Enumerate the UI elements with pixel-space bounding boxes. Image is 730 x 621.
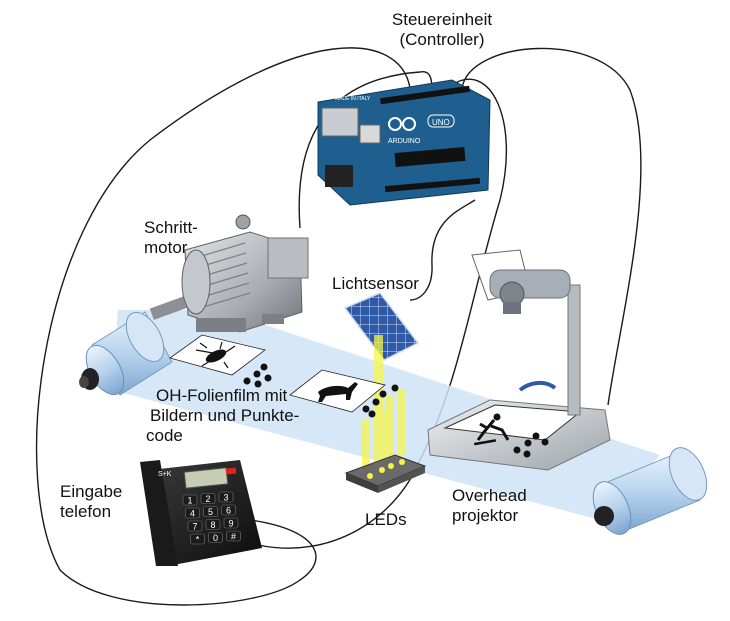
phone-key <box>182 494 198 506</box>
skater-icon <box>473 413 510 446</box>
phone-key-label: 4 <box>190 509 195 519</box>
dot-code-1 <box>243 363 272 388</box>
cockroach-icon <box>195 341 236 369</box>
label-film-line2: Bildern und Punkte- <box>150 406 300 425</box>
board-model: UNO <box>432 118 450 127</box>
input-phone: S+K 1 2 3 4 5 6 7 8 9 * 0 # <box>140 460 262 566</box>
label-phone-line1: Eingabe <box>60 482 123 501</box>
wire-controller-motor <box>298 71 433 229</box>
board-brand: ARDUINO <box>388 138 421 145</box>
right-roller <box>592 447 708 535</box>
label-phone: Eingabe telefon <box>60 482 122 522</box>
label-projector-line1: Overhead <box>452 486 527 505</box>
led-board <box>344 454 427 493</box>
phone-key <box>187 520 203 532</box>
board-made-in: MADE IN ITALY <box>335 96 371 102</box>
label-controller: Steuereinheit (Controller) <box>372 10 512 50</box>
label-phone-line2: telefon <box>60 502 112 521</box>
arduino-board: ARDUINO UNO MADE IN ITALY <box>317 79 491 206</box>
dot-code-3 <box>513 432 549 458</box>
wire-controller-projector <box>461 47 642 406</box>
film-frame-greyhound <box>289 369 399 418</box>
phone-brand: S+K <box>158 471 172 478</box>
label-motor: Schritt- motor <box>144 218 198 258</box>
phone-key <box>221 504 236 516</box>
wires <box>35 47 642 606</box>
label-projector-line2: projektor <box>452 506 519 525</box>
label-film-line3: code <box>146 426 183 445</box>
phone-key-label: 9 <box>228 519 233 529</box>
phone-key-label: 2 <box>205 494 210 504</box>
phone-key <box>226 530 241 542</box>
film-frame-cockroach <box>169 334 272 388</box>
phone-key-label: 7 <box>192 522 197 532</box>
left-roller <box>79 311 173 396</box>
phone-key-label: 5 <box>208 507 213 517</box>
phone-key-label: # <box>231 532 236 542</box>
phone-key <box>208 532 223 543</box>
phone-key <box>218 491 234 503</box>
phone-key <box>205 519 221 530</box>
label-controller-line2: (Controller) <box>399 30 485 49</box>
phone-key-label: 3 <box>223 493 228 503</box>
wire-controller-phone <box>35 47 411 606</box>
wire-controller-sensor <box>409 199 476 301</box>
wire-controller-leds <box>257 78 508 549</box>
light-sensor <box>343 292 420 361</box>
phone-key <box>200 493 216 504</box>
phone-key-label: 1 <box>187 496 192 506</box>
label-projector: Overhead projektor <box>452 486 527 526</box>
phone-key-label: * <box>196 535 200 545</box>
label-motor-line1: Schritt- <box>144 218 198 237</box>
phone-key-label: 6 <box>226 506 231 516</box>
label-leds: LEDs <box>365 510 407 529</box>
label-motor-line2: motor <box>144 238 188 257</box>
stepper-motor <box>149 214 309 333</box>
dot-code-2 <box>362 384 399 418</box>
label-film: OH-Folienfilm mit Bildern und Punkte- co… <box>146 386 299 446</box>
phone-key <box>190 533 205 545</box>
phone-key <box>185 507 200 519</box>
phone-keypad: 1 2 3 4 5 6 7 8 9 * 0 # <box>182 491 241 545</box>
phone-key <box>203 506 218 517</box>
greyhound-icon <box>318 382 358 402</box>
label-light-sensor: Lichtsensor <box>332 274 419 293</box>
label-controller-line1: Steuereinheit <box>391 10 493 29</box>
phone-key <box>223 517 239 529</box>
label-film-line1: OH-Folienfilm mit <box>156 386 288 405</box>
overhead-projector <box>427 249 611 471</box>
phone-key-label: 0 <box>213 533 218 543</box>
phone-key-label: 8 <box>210 520 215 530</box>
